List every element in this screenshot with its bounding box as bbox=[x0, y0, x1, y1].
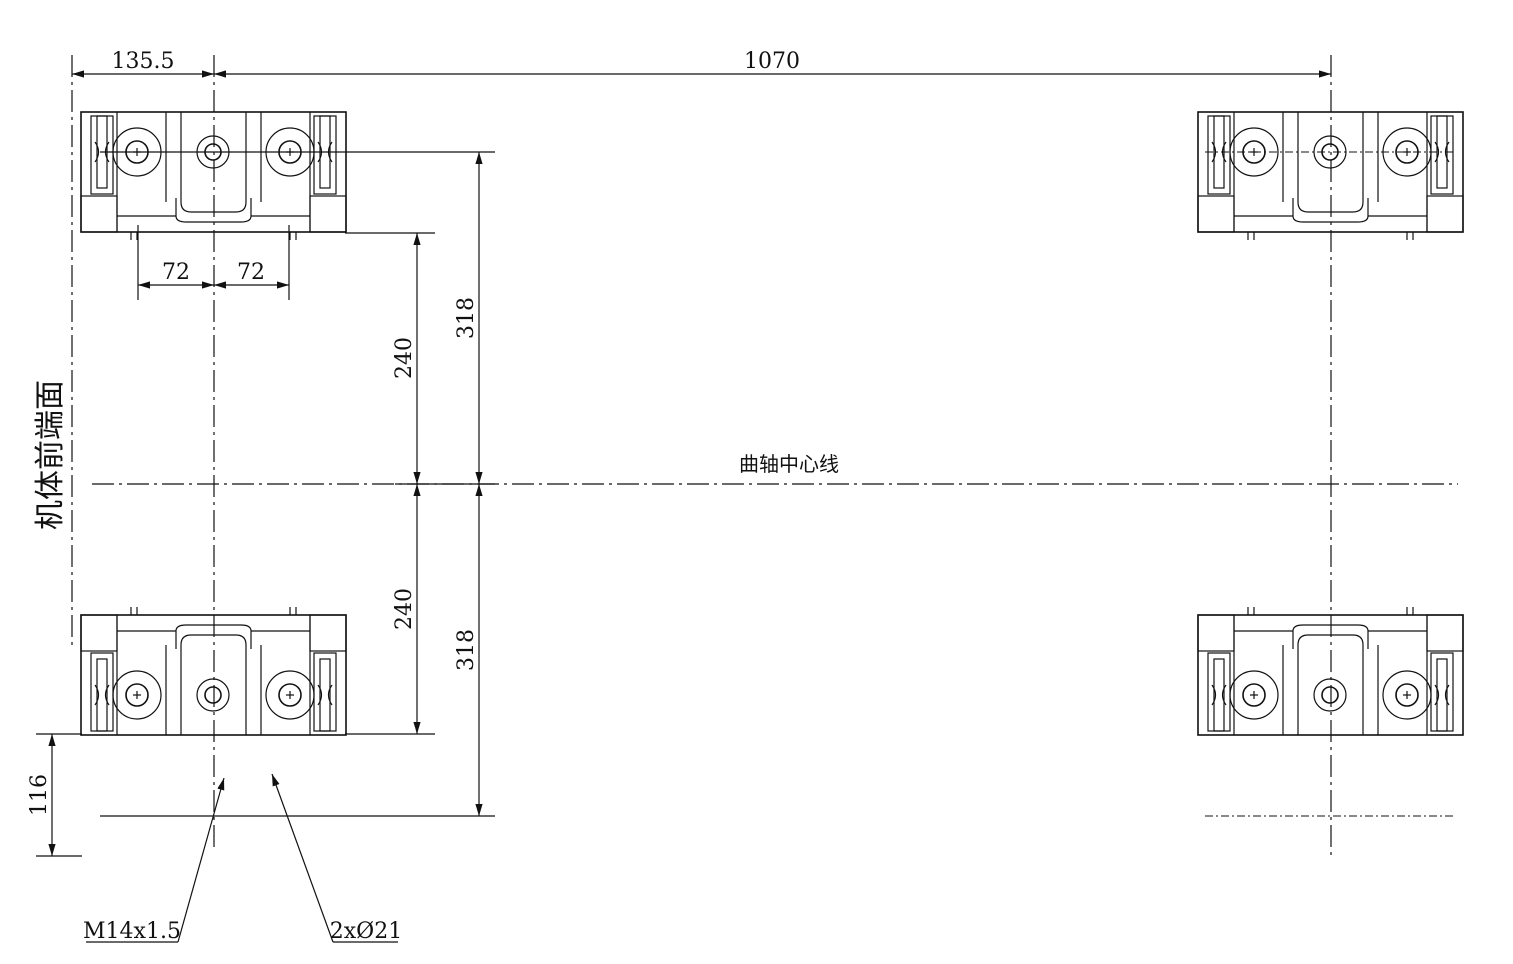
dim-72-left-text: 72 bbox=[162, 260, 190, 285]
dim-240-lower-text: 240 bbox=[392, 588, 417, 630]
thread-callout-text: M14x1.5 bbox=[83, 919, 181, 944]
dim-135-5-text: 135.5 bbox=[112, 49, 175, 74]
dim-318-upper-text: 318 bbox=[454, 297, 479, 339]
dim-240-upper: 240 bbox=[392, 233, 421, 484]
dim-318-lower-text: 318 bbox=[454, 629, 479, 671]
leader-m14: M14x1.5 bbox=[83, 777, 225, 944]
dim-72-72: 72 72 bbox=[138, 260, 289, 289]
hole-callout-text: 2xØ21 bbox=[330, 919, 402, 944]
dim-1070: 1070 bbox=[214, 49, 1331, 78]
dim-240-upper-text: 240 bbox=[392, 337, 417, 379]
dim-116: 116 bbox=[27, 734, 56, 856]
dim-318-lower: 318 bbox=[454, 484, 483, 816]
bracket-centerlines bbox=[100, 55, 1455, 860]
extension-lines bbox=[36, 225, 495, 857]
dim-1070-text: 1070 bbox=[744, 49, 800, 74]
dim-318-upper: 318 bbox=[454, 152, 483, 484]
crankshaft-centerline-label: 曲轴中心线 bbox=[739, 452, 839, 476]
dim-72-right-text: 72 bbox=[237, 260, 265, 285]
front-face-label: 机体前端面 bbox=[33, 380, 68, 530]
leader-hole: 2xØ21 bbox=[271, 773, 402, 944]
dim-135-5: 135.5 bbox=[72, 49, 214, 78]
dim-240-lower: 240 bbox=[392, 484, 421, 734]
dim-116-text: 116 bbox=[27, 774, 52, 816]
